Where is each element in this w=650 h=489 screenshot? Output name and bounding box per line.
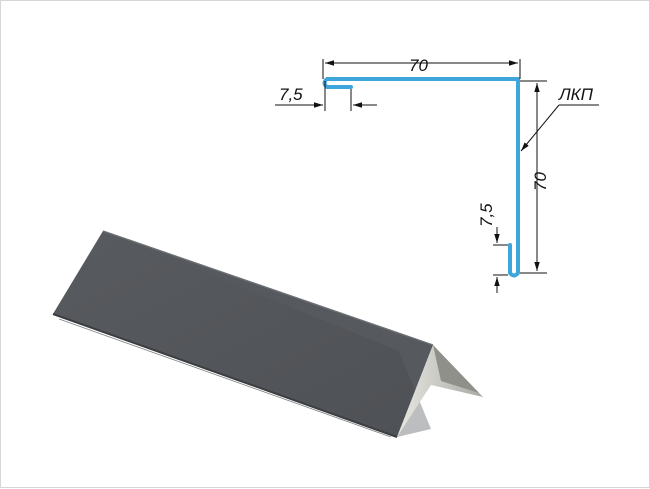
profile-section [324,78,519,276]
dim-side-hem [493,227,508,293]
metal-corner-render [52,230,483,438]
coating-line [322,77,520,278]
coating-label: ЛКП [558,85,594,104]
corner-ridge [102,230,434,346]
dim-side-hem-label: 7,5 [477,203,496,227]
dim-side-height [520,80,547,274]
corner-hem-edge [52,313,398,438]
profile-coating [322,77,520,278]
dim-top-width [322,59,521,79]
corner-side-face [53,231,431,437]
corner-end-inner [433,345,479,393]
corner-hem-edge-light [58,318,392,438]
dim-top-hem [275,81,377,111]
profile-outline [324,78,519,276]
coating-leader [520,104,599,152]
dim-side-height-label: 70 [531,172,550,191]
dim-top-width-label: 70 [409,56,428,75]
dim-top-hem-label: 7,5 [279,85,303,104]
